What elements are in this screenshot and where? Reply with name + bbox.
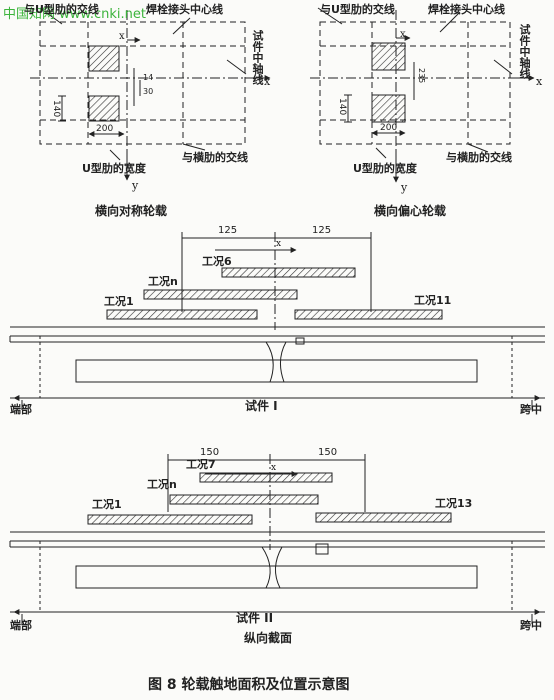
- label-specimen-centerline: 试件中轴线: [518, 24, 531, 79]
- label-weld-centerline: 焊栓接头中心线: [428, 3, 505, 16]
- label-cross-rib-intersection: 与横肋的交线: [446, 151, 512, 164]
- dimension-label: 200: [380, 123, 398, 133]
- load-case-patch: [143, 289, 298, 300]
- load-case-patch: [169, 494, 319, 505]
- label-specimen: 试件 I: [245, 399, 278, 413]
- axis-x-label: x: [536, 75, 543, 88]
- rib-beam: [75, 359, 478, 383]
- plan-symmetric: [30, 7, 271, 181]
- watermark: 中国知网 www.cnki.net: [3, 7, 146, 22]
- axis-x-label: x: [119, 31, 125, 42]
- caption-symmetric-load: 横向对称轮载: [95, 204, 168, 218]
- dimension-label: 200: [96, 124, 114, 134]
- label-u-rib-width: U型肋的宽度: [82, 162, 146, 175]
- dimension-label: 150: [318, 447, 338, 458]
- dimension-label: 140: [337, 98, 347, 116]
- load-case-patch: [221, 267, 356, 278]
- plan-eccentric: [310, 7, 535, 183]
- rib-beam: [75, 565, 478, 589]
- load-case-label: 工况n: [148, 275, 178, 288]
- label-longitudinal-section: 纵向截面: [244, 631, 293, 645]
- axis-x-label: x: [276, 239, 282, 249]
- axis-x-label: x: [400, 29, 406, 40]
- label-end: 端部: [10, 403, 32, 416]
- label-weld-centerline: 焊栓接头中心线: [146, 3, 223, 16]
- label-midspan: 跨中: [520, 403, 542, 416]
- load-case-patch: [294, 309, 443, 320]
- figure-caption: 图 8 轮载触地面积及位置示意图: [148, 677, 350, 693]
- load-case-patch: [315, 512, 452, 523]
- label-u-rib-width: U型肋的宽度: [353, 162, 417, 175]
- dimension-label: 125: [218, 225, 238, 236]
- dimension-label: 30: [143, 87, 154, 96]
- dimension-label: 150: [200, 447, 220, 458]
- specimen-1-elevation: [9, 232, 545, 410]
- dimension-label: 140: [51, 100, 61, 118]
- tire-patch: [88, 95, 120, 122]
- label-midspan: 跨中: [520, 619, 542, 632]
- dimension-label: 125: [312, 225, 332, 236]
- load-case-patch: [106, 309, 258, 320]
- label-cross-rib-intersection: 与横肋的交线: [182, 151, 248, 164]
- load-case-patch: [199, 472, 333, 483]
- axis-y-label: y: [132, 179, 139, 192]
- specimen-2-elevation: [9, 454, 545, 624]
- tire-patch: [88, 45, 120, 72]
- load-case-label: 工况1: [104, 295, 134, 308]
- axis-x-label: x: [264, 75, 271, 88]
- axis-y-label: y: [401, 181, 408, 194]
- label-end: 端部: [10, 619, 32, 632]
- dimension-label: 235: [417, 68, 426, 84]
- load-case-label: 工况13: [435, 497, 473, 510]
- caption-eccentric-load: 横向偏心轮载: [374, 204, 447, 218]
- label-specimen: 试件 II: [236, 611, 274, 625]
- load-case-label: 工况n: [147, 478, 177, 491]
- plan-outline: [319, 21, 511, 145]
- tire-patch: [371, 94, 406, 123]
- label-u-rib-intersection: 与U型肋的交线: [320, 3, 395, 16]
- load-case-label: 工况11: [414, 294, 452, 307]
- load-case-label: 工况1: [92, 498, 122, 511]
- label-specimen-centerline: 试件中轴线: [251, 30, 264, 85]
- dimension-label: 14: [143, 73, 154, 82]
- plan-outline: [39, 21, 246, 145]
- load-case-label: 工况7: [186, 458, 216, 471]
- load-case-patch: [87, 514, 253, 525]
- load-case-label: 工况6: [202, 255, 232, 268]
- axis-x-label: x: [271, 463, 277, 473]
- label-u-rib-intersection: 与U型肋的交线: [24, 3, 99, 16]
- tire-patch: [371, 42, 406, 71]
